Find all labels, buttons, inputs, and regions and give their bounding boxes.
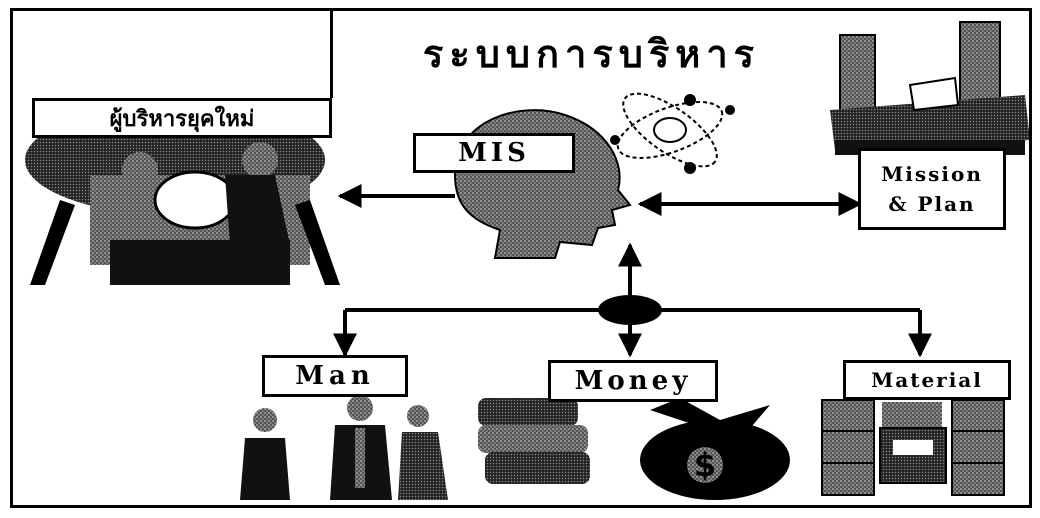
man-label: Man	[262, 355, 408, 397]
material-illustration	[821, 399, 1005, 496]
material-label: Material	[843, 360, 1011, 400]
money-label: Money	[548, 360, 718, 402]
svg-text:$: $	[694, 446, 716, 484]
diagram-title: ระบบการบริหาร	[330, 8, 850, 98]
money-label-text: Money	[574, 366, 692, 396]
man-label-text: Man	[295, 361, 375, 391]
people-illustration	[240, 395, 448, 500]
money-illustration: $	[478, 398, 790, 500]
executive-label-text: ผู้บริหารยุคใหม่	[109, 106, 255, 132]
plan-label-text: & Plan	[888, 192, 976, 216]
mis-label-text: MIS	[458, 138, 530, 168]
mis-label: MIS	[413, 133, 575, 173]
mission-label-text: Mission	[881, 162, 983, 186]
hub-node	[598, 295, 662, 325]
mission-plan-label: Mission & Plan	[858, 148, 1006, 230]
desk-papers-illustration	[830, 21, 1030, 155]
executive-label: ผู้บริหารยุคใหม่	[32, 98, 332, 138]
diagram-frame	[10, 8, 1032, 508]
material-label-text: Material	[871, 368, 983, 392]
atom-icon	[610, 92, 735, 174]
